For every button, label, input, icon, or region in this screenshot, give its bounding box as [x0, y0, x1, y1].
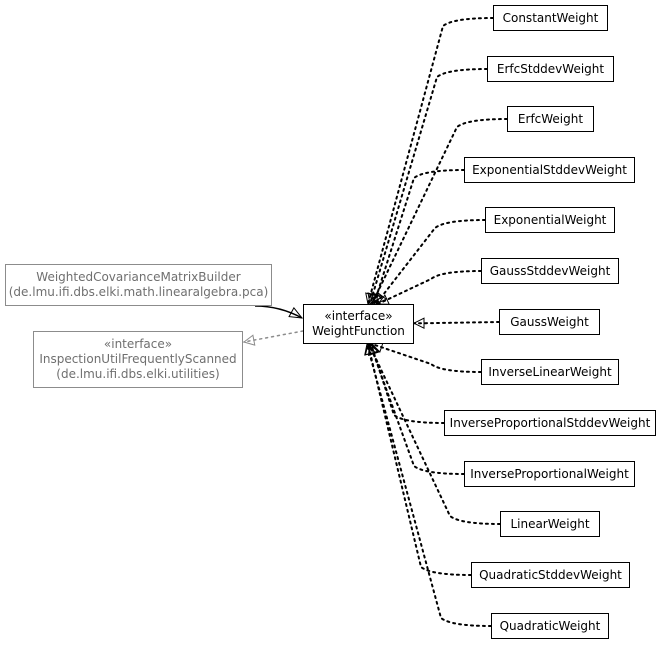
class-constant-weight[interactable]: ConstantWeight: [493, 5, 608, 31]
class-inverse-proportional-stddev-weight[interactable]: InverseProportionalStddevWeight: [444, 410, 656, 436]
stereotype-label: «interface»: [324, 309, 393, 323]
association-edge-builder: [254, 305, 302, 319]
class-name: InverseProportionalStddevWeight: [449, 415, 651, 430]
class-name: ErfcWeight: [517, 111, 584, 126]
realization-edge-inverseproportionalstddevweight: [371, 344, 445, 424]
class-inverse-linear-weight[interactable]: InverseLinearWeight: [481, 359, 619, 385]
realization-edge-quadraticstddevweight: [368, 344, 472, 576]
class-exponential-weight[interactable]: ExponentialWeight: [485, 207, 615, 233]
class-inverse-proportional-weight[interactable]: InverseProportionalWeight: [464, 461, 635, 487]
class-name: InverseProportionalWeight: [470, 466, 629, 481]
realization-edge-erfcstddevweight: [370, 68, 488, 304]
realization-edge-exponentialweight: [375, 219, 486, 305]
class-name: GaussStddevWeight: [489, 263, 611, 278]
realization-edge-quadraticweight: [367, 344, 492, 627]
inspection-util-interface[interactable]: «interface» InspectionUtilFrequentlyScan…: [33, 331, 243, 388]
class-gauss-weight[interactable]: GaussWeight: [499, 309, 600, 335]
class-quadratic-weight[interactable]: QuadraticWeight: [491, 613, 609, 639]
class-name: InverseLinearWeight: [488, 364, 612, 379]
class-name: GaussWeight: [510, 314, 589, 329]
class-name: LinearWeight: [510, 516, 590, 531]
class-name: QuadraticStddevWeight: [479, 567, 622, 582]
class-exponential-stddev-weight[interactable]: ExponentialStddevWeight: [464, 157, 635, 183]
realization-edge-inverseproportionalweight: [370, 344, 465, 475]
realization-edge-gaussweight: [413, 322, 500, 323]
class-gauss-stddev-weight[interactable]: GaussStddevWeight: [481, 258, 619, 284]
class-name: ConstantWeight: [502, 10, 599, 25]
class-name: ErfcStddevWeight: [496, 61, 605, 76]
class-quadratic-stddev-weight[interactable]: QuadraticStddevWeight: [471, 562, 630, 588]
stereotype-label: «interface»: [103, 337, 173, 351]
interface-name: WeightFunction: [312, 324, 405, 338]
class-erfc-weight[interactable]: ErfcWeight: [507, 106, 594, 132]
realization-edge-constantweight: [368, 17, 494, 304]
package-name: (de.lmu.ifi.dbs.elki.utilities): [56, 367, 220, 381]
package-name: (de.lmu.ifi.dbs.elki.math.linearalgebra.…: [8, 285, 269, 299]
weight-function-interface[interactable]: «interface» WeightFunction: [303, 304, 414, 344]
weighted-covariance-matrix-builder[interactable]: WeightedCovarianceMatrixBuilder (de.lmu.…: [5, 264, 272, 306]
class-erfc-stddev-weight[interactable]: ErfcStddevWeight: [487, 56, 614, 82]
realization-edge-gaussstddevweight: [378, 270, 482, 305]
class-name: ExponentialWeight: [493, 212, 607, 227]
realization-edge-exponentialstddevweight: [374, 169, 465, 304]
class-name: WeightedCovarianceMatrixBuilder: [36, 270, 241, 284]
realization-edge-linearweight: [368, 344, 501, 525]
class-name: QuadraticWeight: [499, 618, 601, 633]
class-linear-weight[interactable]: LinearWeight: [500, 511, 600, 537]
interface-name: InspectionUtilFrequentlyScanned: [39, 352, 237, 366]
realization-edge-inverselinearweight: [372, 344, 482, 373]
realization-edge-erfcweight: [371, 118, 508, 304]
class-name: ExponentialStddevWeight: [472, 162, 627, 177]
generalization-edge-inspection: [244, 330, 304, 342]
